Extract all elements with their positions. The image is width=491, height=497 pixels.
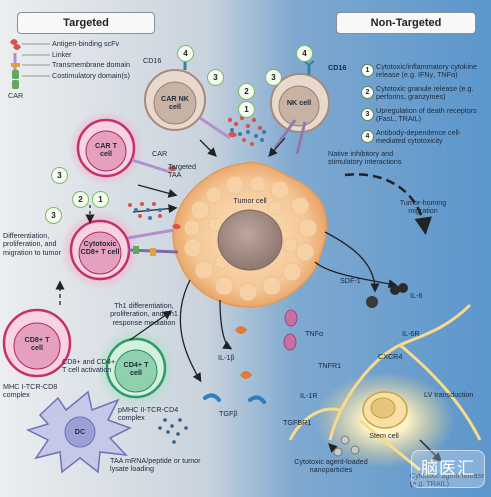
cd4-t-label: CD4+ T cell	[123, 360, 149, 378]
tgfb-label: TGFβ	[219, 409, 238, 418]
badge-cyto-3: 3	[45, 207, 62, 224]
badge-car-nk-3: 3	[207, 69, 224, 86]
mhc2-label: pMHC II-TCR-CD4 complex	[118, 405, 179, 423]
legend-right-badge-1: 1	[361, 64, 374, 77]
cd16-right-label: CD16	[328, 63, 347, 72]
watermark: 脑医汇	[411, 450, 485, 488]
car-nk-label: CAR NK cell	[161, 94, 189, 112]
legend-right-badge-4: 4	[361, 130, 374, 143]
tnfr1-label: TNFR1	[318, 361, 342, 370]
il1b-molecules	[235, 326, 252, 379]
lv-transduction-label: LV transduction	[424, 390, 474, 399]
cd8-t-label: CD8+ T cell	[24, 335, 50, 353]
badge-nk-4: 4	[296, 45, 313, 62]
tumor-cell	[172, 161, 328, 308]
badge-cart-2: 2	[72, 191, 89, 208]
cytotoxic-release-label: Cytotoxic agent release (e.g. TRAIL)	[410, 471, 486, 489]
il1r-label: IL-1R	[300, 391, 318, 400]
badge-mid-1: 1	[238, 101, 255, 118]
tnfa-molecules	[283, 309, 298, 351]
tnfa-label: TNFα	[305, 329, 324, 338]
tgfbr1-label: TGFBR1	[283, 418, 312, 427]
legend-right-badge-3: 3	[361, 108, 374, 121]
legend-right-badge-2: 2	[361, 86, 374, 99]
granule-cluster-left	[128, 202, 162, 220]
legend-car: CAR	[8, 91, 24, 100]
legend-right-text-2: Cytotoxic granule release (e.g. perforin…	[376, 84, 474, 102]
legend-costim: Costimulatory domain(s)	[52, 71, 130, 80]
tumor-homing-label: Tumor-homing migration	[399, 198, 447, 216]
dendritic-cell	[25, 390, 132, 474]
sdf1-label: SDF-1	[340, 276, 361, 285]
legend-transmembrane: Transmembrane domain	[52, 60, 131, 69]
activation-label: CD8+ and CD4+ T cell activation	[62, 357, 116, 375]
stem-label: Stem cell	[369, 431, 399, 440]
legend-right-text-1: Cytotoxic/inflammatory cytokine release …	[376, 62, 478, 80]
mhc1-label: MHC I-TCR-CD8 complex	[3, 382, 58, 400]
cd8-t-cell	[2, 308, 72, 378]
taa-loading-label: TAA mRNA/peptide or tumor lysate loading	[110, 456, 201, 474]
il6-molecules	[390, 283, 408, 295]
granule-cluster-top	[227, 115, 266, 146]
nanoparticles	[333, 435, 360, 457]
cd16-left-label: CD16	[143, 56, 162, 65]
native-interactions-label: Native inhibitory and stimulatory intera…	[328, 149, 402, 167]
car-label: CAR	[152, 149, 168, 158]
badge-car-nk-4: 4	[177, 45, 194, 62]
il6-label: IL-6	[410, 291, 423, 300]
badge-mid-2: 2	[238, 83, 255, 100]
th1-label: Th1 differentiation, proliferation, and …	[110, 301, 178, 327]
badge-cart-1: 1	[92, 191, 109, 208]
header-non-targeted: Non-Targeted	[336, 12, 476, 34]
nk-cell	[270, 60, 330, 155]
nk-label: NK cell	[286, 98, 312, 107]
il6r-label: IL-6R	[402, 329, 420, 338]
car-t-cell	[68, 110, 177, 186]
car-legend-icon	[10, 39, 50, 89]
cxcr4-label: CXCR4	[378, 352, 403, 361]
dc-label: DC	[74, 427, 86, 436]
targeted-taa-label: Targeted TAA	[168, 162, 196, 180]
legend-right-text-3: Upregulation of death receptors (FasL, T…	[376, 106, 477, 124]
stem-cell	[288, 303, 482, 472]
cd4-t-cell	[96, 328, 176, 408]
legend-scfv: Antigen-binding scFv	[52, 39, 120, 48]
car-nk-cell	[144, 55, 237, 140]
badge-cart-3: 3	[51, 167, 68, 184]
tgfb-molecules	[203, 393, 266, 404]
cytotoxic-t-label: Cytotoxic CD8+ T cell	[80, 239, 120, 257]
taa-dots	[158, 418, 188, 444]
il1b-label: IL-1β	[218, 353, 235, 362]
header-targeted: Targeted	[17, 12, 155, 34]
legend-linker: Linker	[52, 50, 72, 59]
sdf1-molecule	[366, 296, 378, 308]
differentiation-label: Differentiation, proliferation, and migr…	[3, 231, 61, 257]
car-t-label: CAR T cell	[95, 141, 117, 159]
cytotoxic-nano-label: Cytotoxic agent-loaded nanoparticles	[294, 457, 368, 475]
cytotoxic-t-cell	[60, 210, 181, 290]
legend-right-text-4: Antibody-dependence cell-mediated cytoto…	[376, 128, 462, 146]
badge-nk-3: 3	[265, 69, 282, 86]
tumor-label: Tumor cell	[233, 196, 267, 205]
